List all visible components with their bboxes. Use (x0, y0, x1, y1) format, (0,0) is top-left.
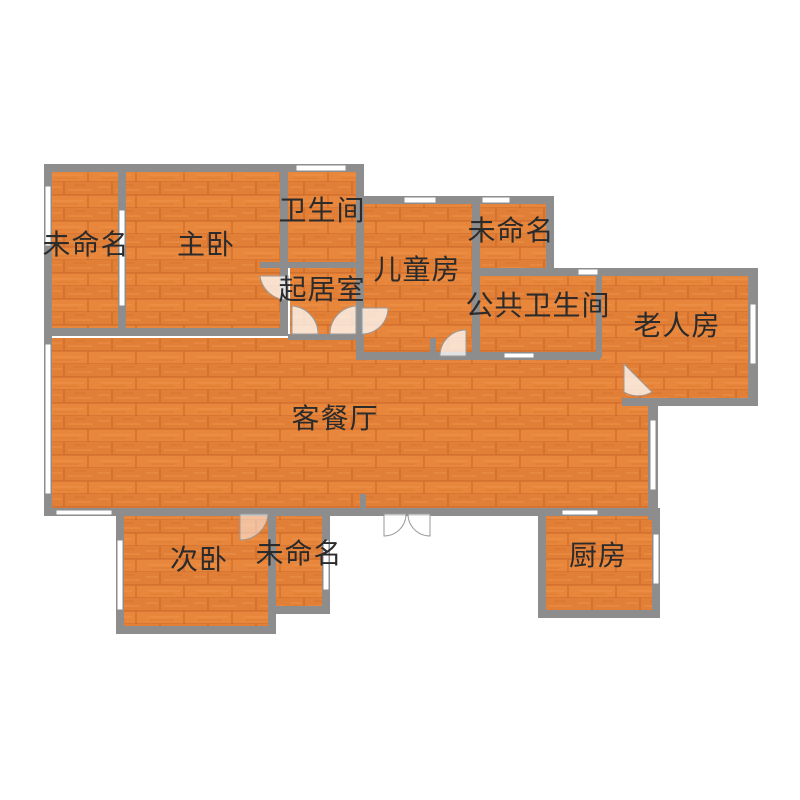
window-pub-top (577, 268, 599, 276)
window-living-bottom-left (55, 509, 113, 516)
label-kitchen: 厨房 (568, 539, 628, 572)
door-bath (361, 307, 389, 335)
window-kids-top (403, 196, 437, 204)
floor-unnamed-south (276, 516, 324, 608)
window-unnamed-south (322, 539, 330, 591)
door-master (259, 275, 289, 301)
window-divider (118, 209, 126, 307)
label-elder-room: 老人房 (633, 309, 721, 342)
floors (52, 172, 750, 626)
door-entrance-left (383, 513, 407, 537)
door-elder (623, 362, 653, 397)
floor-living-dining (52, 338, 650, 510)
label-lounge: 起居室 (278, 273, 366, 306)
floor-kids-room (364, 204, 474, 354)
door-entrance-right (407, 513, 431, 537)
label-unnamed-north: 未命名 (467, 214, 555, 247)
floor-kitchen (546, 516, 652, 610)
wall-stubs (360, 338, 436, 510)
window-living-right (649, 419, 657, 491)
window-elder-right (749, 303, 757, 365)
window-kitchen-top (561, 509, 599, 516)
window-second-left (116, 539, 124, 611)
label-master-bedroom: 主卧 (176, 228, 236, 261)
label-living-dining: 客餐厅 (291, 402, 379, 435)
window-west-living (44, 343, 52, 495)
floor-master-bedroom (126, 172, 284, 328)
doors (239, 275, 653, 541)
door-kids (439, 329, 467, 357)
floor-unnamed-west (52, 172, 120, 332)
door-lounge-left (291, 305, 319, 335)
window-pub-bottom (503, 352, 535, 359)
label-second-bedroom: 次卧 (169, 543, 229, 576)
window-north-top (481, 196, 511, 204)
label-bathroom: 卫生间 (278, 194, 366, 227)
door-lounge-right (329, 305, 357, 335)
floor-bathroom (284, 172, 356, 262)
label-unnamed-west: 未命名 (42, 228, 130, 261)
floor-unnamed-north (478, 204, 546, 268)
door-second (239, 513, 269, 541)
label-unnamed-south: 未命名 (255, 537, 343, 570)
windows (44, 164, 757, 611)
label-kids-room: 儿童房 (373, 253, 461, 286)
label-public-bathroom: 公共卫生间 (465, 289, 611, 322)
window-bathroom-top (295, 164, 347, 172)
window-kitchen-right (652, 533, 660, 585)
window-west-top (44, 185, 52, 247)
